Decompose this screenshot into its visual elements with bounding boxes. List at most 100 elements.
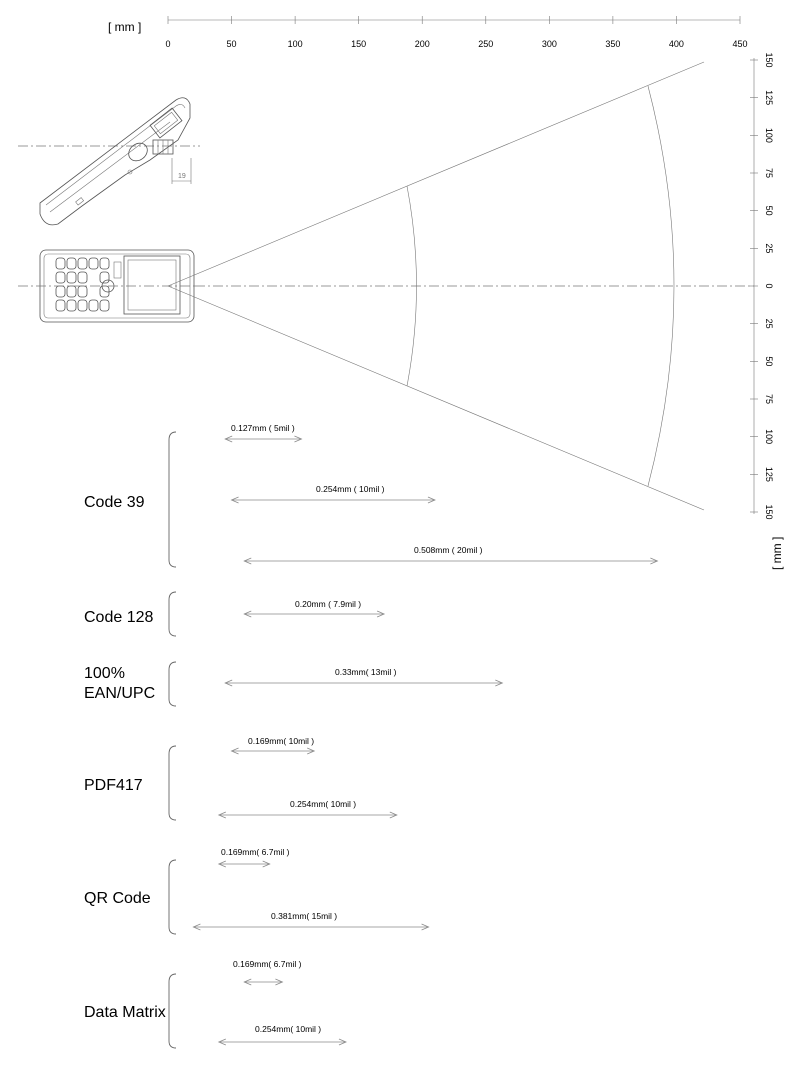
keypad-key <box>99 257 110 270</box>
code-group-code-39: Code 39 0.127mm ( 5mil ) 0.254mm ( 10mil… <box>84 423 659 568</box>
arrowhead-right <box>307 747 316 755</box>
right-axis-tick-label: 150 <box>764 504 774 519</box>
keypad-key <box>55 299 66 312</box>
group-brace <box>168 859 177 935</box>
code-group-ean-upc: 100% EAN/UPC 0.33mm( 13mil ) <box>84 661 504 707</box>
top-axis-tick-label: 450 <box>732 39 747 49</box>
arrowhead-left <box>224 679 233 687</box>
range-label: 0.169mm( 10mil ) <box>248 736 314 746</box>
range-label: 0.381mm( 15mil ) <box>271 911 337 921</box>
range-arrow <box>243 978 284 986</box>
range-arrow <box>192 923 430 931</box>
right-axis-tick-label: 0 <box>764 283 774 288</box>
code-name: EAN/UPC <box>84 685 155 702</box>
top-axis-tick-label: 400 <box>669 39 684 49</box>
keypad <box>55 257 110 312</box>
top-axis-tick-label: 300 <box>542 39 557 49</box>
arrowhead-right <box>262 860 271 868</box>
keypad-key <box>99 271 110 284</box>
arrowhead-left <box>217 811 227 819</box>
field-lower-boundary <box>167 285 705 511</box>
code-group-code-128: Code 128 0.20mm ( 7.9mil ) <box>84 591 386 637</box>
range-label: 0.33mm( 13mil ) <box>335 667 397 677</box>
right-axis-tick-label: 50 <box>764 206 774 216</box>
range-arrow <box>243 557 659 565</box>
right-axis-tick-label: 100 <box>764 128 774 143</box>
range-arrow <box>224 435 303 443</box>
arrowhead-left <box>243 557 252 565</box>
arrowhead-right <box>650 557 659 565</box>
keypad-key <box>88 257 99 270</box>
range-arrow <box>217 860 271 868</box>
right-axis-tick-label: 25 <box>764 243 774 253</box>
right-axis-unit: [ mm ] <box>770 537 784 570</box>
range-arrow <box>230 747 316 755</box>
code-name: 100% <box>84 665 125 682</box>
range-label: 0.20mm ( 7.9mil ) <box>295 599 361 609</box>
scanner-side-view: 19 <box>18 97 200 226</box>
top-axis-tick-label: 0 <box>165 39 170 49</box>
keypad-key <box>55 271 66 284</box>
code-group-pdf417: PDF417 0.169mm( 10mil ) 0.254mm( 10mil ) <box>84 736 398 821</box>
group-brace <box>168 591 177 637</box>
arrowhead-left <box>230 747 239 755</box>
top-axis-tick-label: 200 <box>415 39 430 49</box>
field-arc-far <box>647 85 675 487</box>
group-brace <box>168 973 177 1049</box>
keypad-key <box>77 257 88 270</box>
keypad-key <box>55 257 66 270</box>
field-arc-near <box>406 185 417 387</box>
range-label: 0.169mm( 6.7mil ) <box>233 959 302 969</box>
scan-field <box>167 61 754 511</box>
scanner-top-view <box>18 249 195 323</box>
range-arrow <box>217 811 398 819</box>
range-arrow <box>224 679 504 687</box>
top-axis-tick-label: 150 <box>351 39 366 49</box>
arrowhead-right <box>389 811 398 819</box>
group-brace <box>168 661 177 707</box>
code-name: Code 39 <box>84 494 145 511</box>
side-view-dimension: 19 <box>178 173 186 180</box>
range-label: 0.127mm ( 5mil ) <box>231 423 295 433</box>
arrowhead-right <box>294 435 303 443</box>
range-arrow <box>230 496 436 504</box>
code-group-data-matrix: Data Matrix 0.169mm( 6.7mil ) 0.254mm( 1… <box>84 959 347 1049</box>
range-label: 0.169mm( 6.7mil ) <box>221 847 290 857</box>
top-axis-tick-label: 250 <box>478 39 493 49</box>
right-axis-tick-label: 125 <box>764 90 774 105</box>
arrowhead-right <box>421 923 430 931</box>
keypad-key <box>66 299 77 312</box>
arrowhead-left <box>243 610 252 618</box>
keypad-key <box>55 285 66 298</box>
arrowhead-right <box>338 1038 347 1046</box>
arrowhead-right <box>495 679 504 687</box>
group-brace <box>168 431 177 568</box>
right-axis-tick-label: 75 <box>764 168 774 178</box>
right-axis-tick-label: 100 <box>764 429 774 444</box>
range-label: 0.508mm ( 20mil ) <box>414 545 483 555</box>
keypad-key <box>77 271 88 284</box>
keypad-key <box>99 285 110 298</box>
arrowhead-left <box>224 435 233 443</box>
range-label: 0.254mm ( 10mil ) <box>316 484 385 494</box>
right-axis-tick-label: 50 <box>764 356 774 366</box>
top-axis-unit: [ mm ] <box>108 20 141 34</box>
group-brace <box>168 745 177 821</box>
right-axis-tick-label: 125 <box>764 467 774 482</box>
arrowhead-left <box>217 860 227 868</box>
code-name: Code 128 <box>84 609 153 626</box>
keypad-key <box>66 271 77 284</box>
right-axis-tick-label: 75 <box>764 394 774 404</box>
arrowhead-right <box>275 978 284 986</box>
arrowhead-right <box>376 610 386 618</box>
top-axis-tick-label: 100 <box>288 39 303 49</box>
code-name: Data Matrix <box>84 1004 166 1021</box>
range-label: 0.254mm( 10mil ) <box>255 1024 321 1034</box>
arrowhead-left <box>192 923 201 931</box>
code-name: PDF417 <box>84 777 143 794</box>
keypad-key <box>77 299 88 312</box>
